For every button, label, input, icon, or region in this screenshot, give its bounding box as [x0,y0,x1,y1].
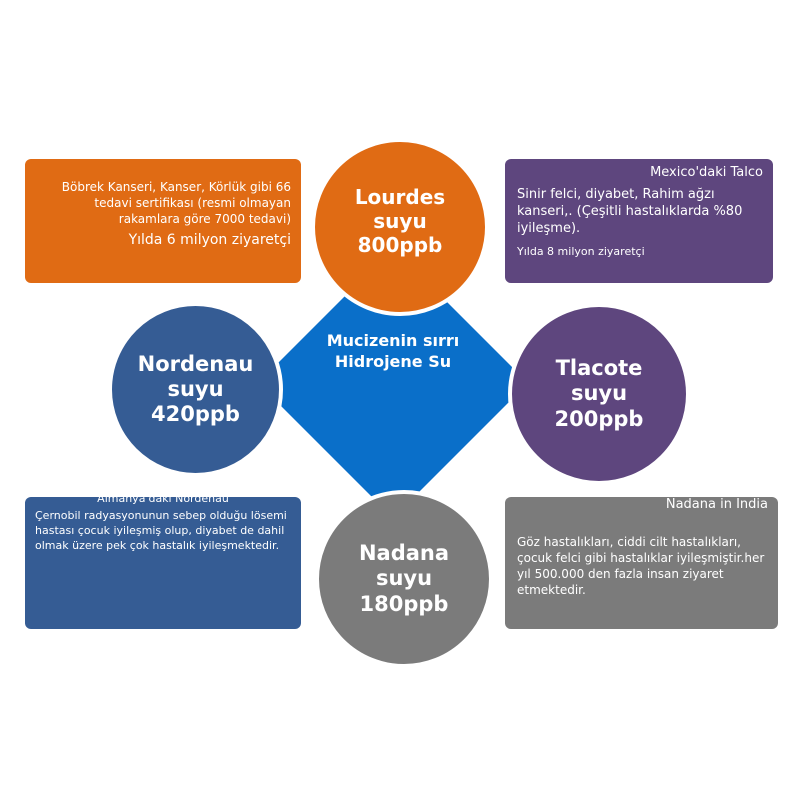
center-diamond [258,248,528,518]
nordenau-info-heading: Almanya'daki Nordenau [97,497,229,505]
nordenau-circle-line1: Nordenau [137,351,254,376]
lourdes-circle-line2: suyu [373,209,427,233]
nadana-info-text: Göz hastalıkları, ciddi cilt hastalıklar… [517,535,765,597]
tlacote-info-heading: Mexico'daki Talco [650,165,763,180]
nadana-info-heading: Nadana in India [665,497,768,512]
tlacote-circle: Tlacote suyu 200ppb [508,303,690,485]
nadana-circle-line1: Nadana [358,541,450,566]
tlacote-visitors-text: Yılda 8 milyon ziyaretçi [517,245,645,258]
lourdes-visitors-text: Yılda 6 milyon ziyaretçi [128,232,291,248]
tlacote-circle-line3: 200ppb [554,406,644,431]
nordenau-circle-line2: suyu [167,376,224,401]
center-label-line2: Hidrojene Su [334,352,452,371]
tlacote-circle-line1: Tlacote [555,356,643,381]
nadana-circle-line2: suyu [375,566,433,591]
tlacote-info-box: Mexico'daki Talco Sinir felci, diyabet, … [505,159,773,283]
lourdes-circle-line3: 800ppb [357,233,443,257]
nordenau-circle: Nordenau suyu 420ppb [108,302,283,477]
lourdes-info-box: Böbrek Kanseri, Kanser, Körlük gibi 66 t… [25,159,301,283]
lourdes-circle: Lourdes suyu 800ppb [311,138,489,316]
nadana-circle: Nadana suyu 180ppb [315,490,493,668]
nadana-info-box: Nadana in India Göz hastalıkları, ciddi … [505,497,778,629]
tlacote-info-text: Sinir felci, diyabet, Rahim ağzı kanseri… [517,187,743,236]
nadana-circle-line3: 180ppb [359,591,449,616]
center-label: Mucizenin sırrı Hidrojene Su [283,330,503,372]
center-label-line1: Mucizenin sırrı [326,331,460,350]
lourdes-circle-line1: Lourdes [354,185,446,209]
nordenau-info-text: Çernobil radyasyonunun sebep olduğu löse… [35,509,287,552]
lourdes-info-text: Böbrek Kanseri, Kanser, Körlük gibi 66 t… [61,180,291,226]
nordenau-info-box: Almanya'daki Nordenau Çernobil radyasyon… [25,497,301,629]
nordenau-circle-line3: 420ppb [151,402,240,427]
tlacote-circle-line2: suyu [570,381,628,406]
